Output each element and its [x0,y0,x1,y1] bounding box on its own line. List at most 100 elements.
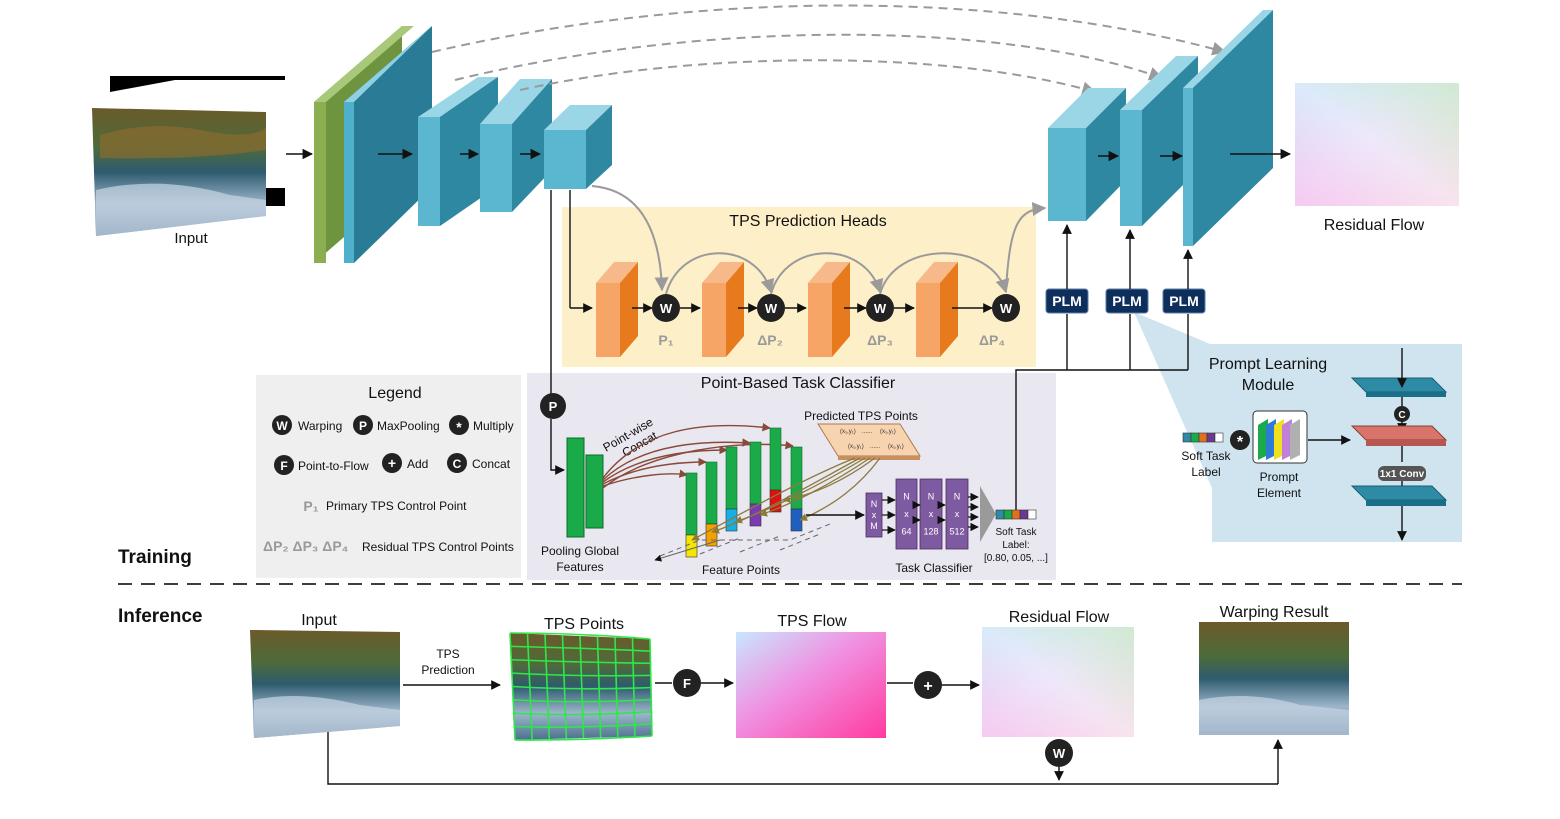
plm-box-3: PLM [1162,288,1206,314]
legend-title: Legend [368,385,421,402]
feature-point-2 [705,461,718,547]
svg-text:......: ...... [870,444,880,450]
predicted-tps-points-label: Predicted TPS Points [804,409,918,423]
input-label: Input [174,230,208,247]
svg-text:Residual Flow: Residual Flow [1009,609,1110,626]
skip-connection-2 [454,33,1164,81]
encoder-block-3 [480,79,552,212]
decoder-block-3 [1183,10,1273,246]
svg-text:......: ...... [862,429,872,435]
feature-point-5 [769,427,782,513]
point-to-flow-icon: F [673,669,701,697]
legend-residual: Residual TPS Control Points [362,540,514,554]
svg-text:*: * [456,419,462,435]
svg-text:Add: Add [407,457,428,471]
legend-concat: C Concat [447,453,511,473]
concat-icon-plm: C [1394,406,1410,422]
svg-text:Warping: Warping [298,419,342,433]
maxpool-icon: P [540,393,566,419]
svg-text:Features: Features [556,560,603,574]
svg-text:Multiply: Multiply [473,419,514,433]
classifier-block-nxm: NxM [865,492,883,538]
head-skip-curve-1 [665,252,775,295]
plm-title-line2: Module [1242,377,1295,394]
warping-result-image [1199,622,1349,735]
svg-text:C: C [453,457,462,471]
svg-text:64: 64 [901,527,911,537]
legend-add: + Add [382,453,428,473]
plm-layer-bottom [1350,485,1448,506]
svg-text:Concat: Concat [472,457,511,471]
svg-text:PLM: PLM [1112,293,1142,309]
classifier-block-l64: Nx 64 [895,478,918,550]
head-skip-curve-3 [879,252,1010,295]
p4-label: ΔP₄ [979,332,1005,348]
svg-text:Prediction: Prediction [421,663,474,677]
svg-text:W: W [765,301,778,316]
svg-text:Prompt: Prompt [1260,470,1299,484]
inference-label: Inference [118,606,202,627]
warp-node-3: W [866,294,894,322]
decoder-block-1 [1048,88,1126,221]
svg-text:x: x [955,509,960,519]
svg-text:PLM: PLM [1052,293,1082,309]
tps-to-feature-curves [691,457,881,541]
svg-text:N: N [903,492,910,502]
inference-warping-icon: W [1045,739,1073,767]
svg-text:(x₁,y₁): (x₁,y₁) [888,444,904,450]
svg-text:TPS Flow: TPS Flow [777,613,847,630]
svg-text:x: x [929,509,934,519]
plm-layer-top [1350,377,1448,397]
multiply-icon: * [1230,430,1250,451]
svg-text:P: P [359,419,367,433]
svg-text:Warping Result: Warping Result [1220,604,1329,621]
svg-text:C: C [1398,410,1405,421]
legend-residual-symbols: ΔP₂ ΔP₃ ΔP₄ [263,538,348,554]
classifier-arrows [882,492,979,535]
p2-label: ΔP₂ [757,332,783,348]
svg-text:128: 128 [923,527,938,537]
residual-flow-label: Residual Flow [1324,217,1425,234]
legend-warping: W Warping [272,415,342,435]
svg-text:Element: Element [1257,486,1302,500]
svg-text:F: F [683,676,691,691]
classifier-block-l128: Nx 128 [919,478,943,550]
tps-flow-image [736,632,886,738]
svg-text:Pooling Global: Pooling Global [541,544,619,558]
tps-head-block-3 [808,262,850,357]
tps-head-block-4 [916,262,958,357]
svg-text:1x1 Conv: 1x1 Conv [1380,469,1425,480]
feature-plane [659,523,831,557]
svg-text:N: N [871,499,878,509]
svg-text:TPS Points: TPS Points [544,616,624,633]
tps-head-block-1 [596,262,638,357]
tps-heads-title: TPS Prediction Heads [729,213,886,230]
svg-text:N: N [954,492,961,502]
tps-points-grid-image [509,632,653,741]
p1-label: P₁ [658,332,673,348]
input-image [92,76,285,236]
svg-text:W: W [276,419,288,433]
legend-p1-symbol: P₁ [303,498,318,514]
skip-connection-1 [431,4,1227,56]
skip-connection-3 [519,59,1097,96]
svg-text:PLM: PLM [1169,293,1199,309]
plm-title-line1: Prompt Learning [1209,356,1327,373]
plm-layer-middle [1350,425,1448,446]
pooling-global-features [566,437,604,538]
warp-node-4: W [992,294,1020,322]
task-classifier-label: Task Classifier [895,561,972,575]
head-skip-curve-2 [770,252,884,295]
inference-input-image [250,630,400,738]
prompt-element [1252,410,1308,464]
plm-box-1: PLM [1045,288,1089,314]
svg-text:W: W [1000,301,1013,316]
add-icon: + [914,671,942,699]
legend-primary: Primary TPS Control Point [326,499,467,513]
svg-text:+: + [388,455,396,471]
svg-text:N: N [928,492,935,502]
svg-text:x: x [904,509,909,519]
warp-node-2: W [757,294,785,322]
